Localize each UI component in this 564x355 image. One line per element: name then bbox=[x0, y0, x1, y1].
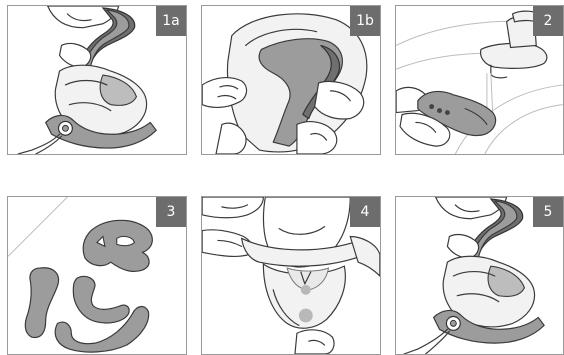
step-panel-1b: 1b bbox=[201, 5, 381, 155]
step-badge: 2 bbox=[533, 6, 563, 36]
step-badge: 4 bbox=[350, 197, 380, 227]
step-panel-4: 4 bbox=[201, 196, 381, 355]
step-badge: 5 bbox=[533, 197, 563, 227]
step-panel-5: 5 bbox=[395, 196, 564, 355]
step-badge: 3 bbox=[156, 197, 186, 227]
step-panel-2: 2 bbox=[395, 5, 564, 155]
step-badge: 1b bbox=[350, 6, 380, 36]
step-panel-1a: 1a bbox=[7, 5, 187, 155]
step-badge: 1a bbox=[156, 6, 186, 36]
step-panel-3: 3 bbox=[7, 196, 187, 355]
